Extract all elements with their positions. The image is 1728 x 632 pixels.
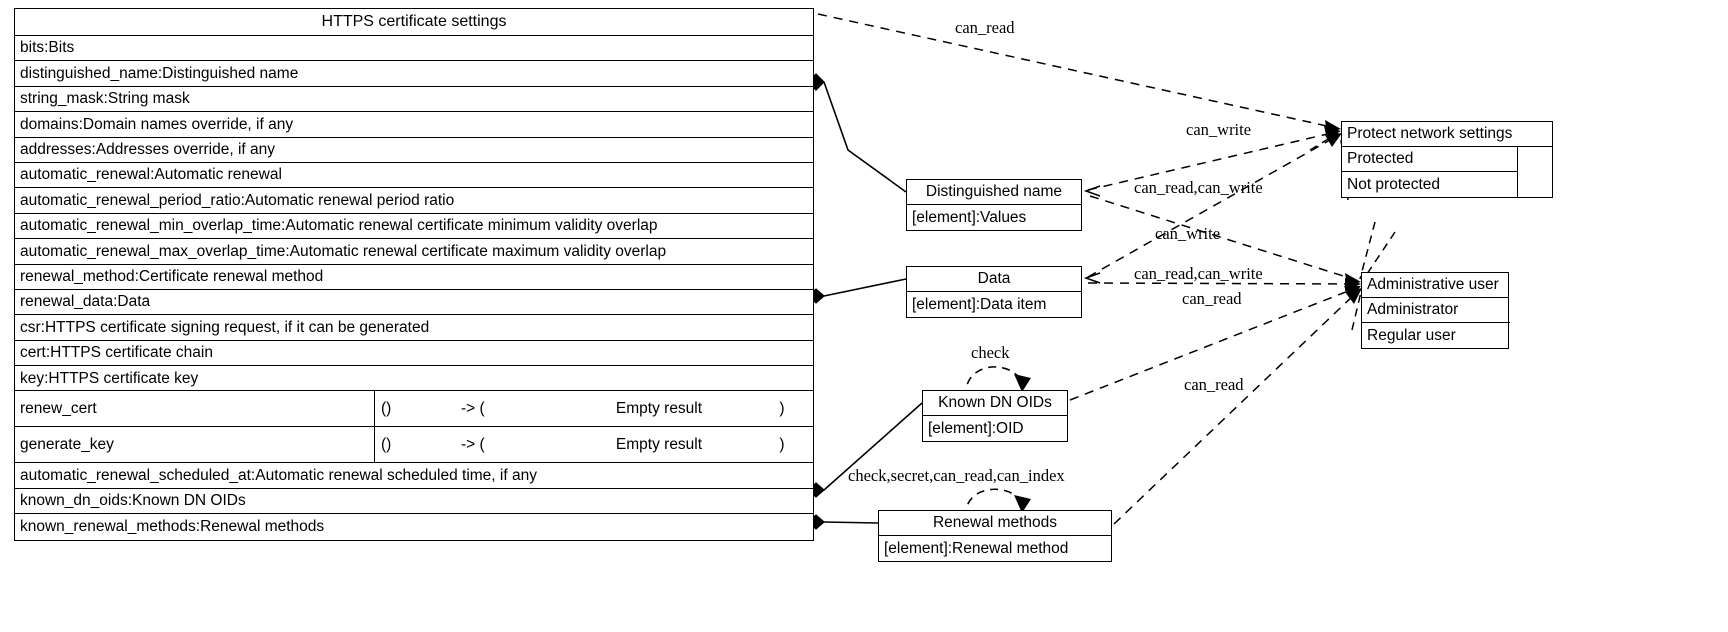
operation-close-paren: )	[779, 436, 785, 454]
enum-value-row: Administrator	[1362, 298, 1510, 323]
operation-args: ()	[381, 436, 392, 454]
class-title: Administrative user	[1362, 273, 1508, 298]
attribute-row: csr:HTTPS certificate signing request, i…	[15, 315, 813, 341]
attribute-row: known_renewal_methods:Renewal methods	[20, 518, 325, 536]
attribute-row: addresses:Addresses override, if any	[15, 138, 813, 163]
enum-value-row: Regular user	[1367, 326, 1456, 344]
class-title: Renewal methods	[879, 511, 1111, 536]
enum-value-row: Protected	[1342, 147, 1518, 172]
operation-signature: () -> ( Empty result )	[375, 427, 813, 462]
operation-args: ()	[381, 400, 392, 418]
attribute-row: domains:Domain names override, if any	[15, 112, 813, 138]
edge-label-check-secret-can-read-can-index: check,secret,can_read,can_index	[848, 466, 1065, 485]
operation-result: Empty result	[615, 436, 703, 454]
attribute-row: [element]:Renewal method	[884, 539, 1069, 557]
edge-label-can-read-mid: can_read	[1182, 289, 1242, 308]
attribute-row: automatic_renewal_max_overlap_time:Autom…	[15, 239, 813, 265]
operation-name: generate_key	[15, 427, 375, 463]
operation-result: Empty result	[615, 400, 703, 418]
attribute-row: renewal_data:Data	[15, 290, 813, 316]
edge-label-can-write-2: can_write	[1155, 224, 1221, 243]
attribute-row: [element]:OID	[928, 419, 1024, 437]
class-title: Data	[907, 267, 1081, 292]
class-box-data[interactable]: Data [element]:Data item	[906, 266, 1082, 318]
edge-label-check: check	[971, 343, 1010, 362]
operation-arrow: -> (	[461, 436, 485, 454]
attribute-row: string_mask:String mask	[15, 87, 813, 113]
operation-row: generate_key () -> ( Empty result )	[15, 427, 813, 464]
class-title: Protect network settings	[1342, 122, 1552, 147]
attribute-row: automatic_renewal_scheduled_at:Automatic…	[15, 463, 813, 489]
attribute-row: automatic_renewal:Automatic renewal	[15, 163, 813, 189]
enum-value-row: Not protected	[1342, 172, 1518, 197]
edge-label-can-write-1: can_write	[1186, 120, 1252, 139]
operation-name: renew_cert	[15, 391, 375, 427]
edge-label-can-read-can-write-2: can_read,can_write	[1134, 264, 1263, 283]
class-box-renewal-methods[interactable]: Renewal methods [element]:Renewal method	[878, 510, 1112, 562]
edge-label-can-read-can-write-1: can_read,can_write	[1134, 178, 1263, 197]
edge-label-can-read-low: can_read	[1184, 375, 1244, 394]
operation-arrow: -> (	[461, 400, 485, 418]
attribute-row: known_dn_oids:Known DN OIDs	[15, 489, 813, 515]
operation-row: renew_cert () -> ( Empty result )	[15, 391, 813, 428]
class-title: Known DN OIDs	[923, 391, 1067, 416]
attribute-row: renewal_method:Certificate renewal metho…	[15, 265, 813, 290]
edge-label-can-read-top: can_read	[955, 18, 1015, 37]
enum-box-administrative-user[interactable]: Administrative user Administrator Regula…	[1361, 272, 1510, 349]
class-box-distinguished-name[interactable]: Distinguished name [element]:Values	[906, 179, 1082, 231]
operation-close-paren: )	[779, 400, 785, 418]
attribute-row: [element]:Values	[912, 208, 1027, 226]
attribute-row: bits:Bits	[15, 36, 813, 62]
class-box-https-certificate-settings[interactable]: HTTPS certificate settings bits:Bits dis…	[14, 8, 814, 541]
attribute-row: key:HTTPS certificate key	[15, 366, 813, 392]
class-title: Distinguished name	[907, 180, 1081, 205]
class-title: HTTPS certificate settings	[15, 9, 813, 36]
attribute-row: automatic_renewal_min_overlap_time:Autom…	[15, 214, 813, 240]
attribute-row: [element]:Data item	[912, 295, 1047, 313]
attribute-row: automatic_renewal_period_ratio:Automatic…	[15, 188, 813, 214]
operation-signature: () -> ( Empty result )	[375, 391, 813, 426]
enum-box-protect-network-settings[interactable]: Protect network settings Protected Not p…	[1341, 121, 1553, 198]
class-box-known-dn-oids[interactable]: Known DN OIDs [element]:OID	[922, 390, 1068, 442]
attribute-row: distinguished_name:Distinguished name	[15, 61, 813, 87]
attribute-row: cert:HTTPS certificate chain	[15, 341, 813, 367]
